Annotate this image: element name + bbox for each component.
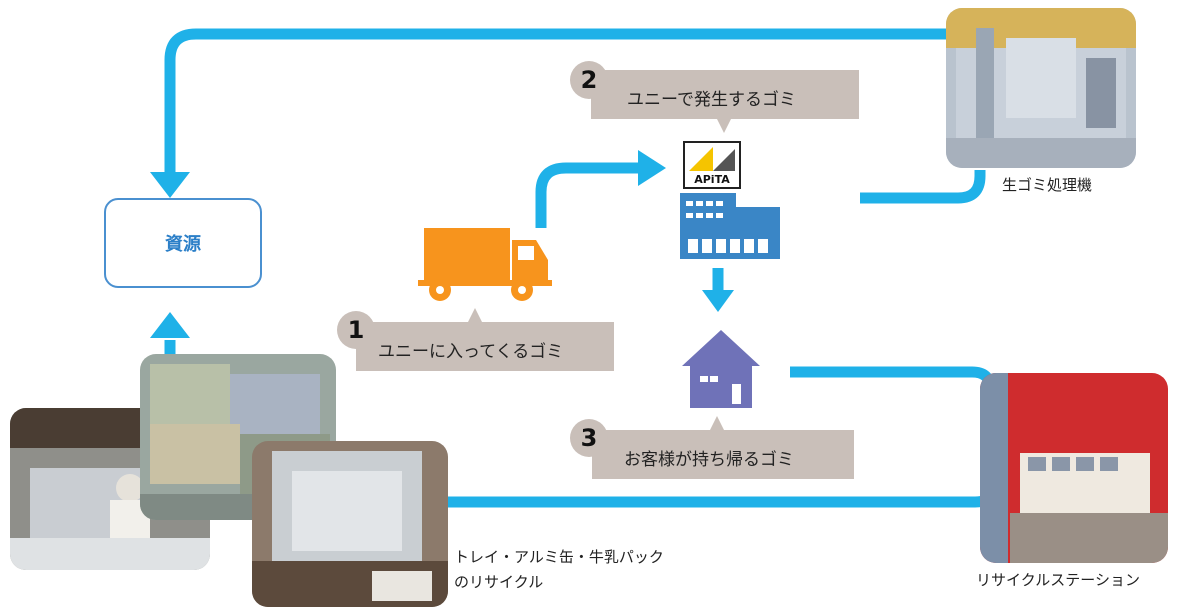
resource-box: 資源 [104, 198, 262, 288]
callout-1-pointer [468, 308, 482, 322]
store-building-icon [680, 193, 780, 259]
apita-logo: APiTA [683, 141, 741, 189]
logo-mark-icon [689, 147, 735, 171]
recycling-station-caption: リサイクルステーション [976, 571, 1140, 589]
callout-1: ユニーに入ってくるゴミ [356, 308, 614, 371]
recycling-caption-line2: のリサイクル [454, 573, 544, 591]
arrow-down-to-resource [150, 172, 190, 198]
flow-line-station-to-recycling [448, 480, 996, 508]
recycling-caption-line1: トレイ・アルミ缶・牛乳パック [454, 548, 664, 566]
callout-1-text: ユニーに入ってくるゴミ [378, 342, 564, 362]
flow-line-truck-to-store [535, 162, 640, 228]
garbage-processor-caption: 生ゴミ処理機 [1002, 176, 1093, 194]
truck-icon [418, 228, 552, 301]
arrow-right-to-store [638, 150, 666, 186]
flow-line-store-to-processor [860, 170, 986, 204]
logo-text: APiTA [694, 173, 730, 186]
flow-line-processor-to-resource [164, 28, 952, 178]
callout-3-text: お客様が持ち帰るゴミ [624, 450, 794, 470]
callout-2-pointer [717, 119, 731, 133]
callout-2-text: ユニーで発生するゴミ [627, 90, 796, 110]
house-icon [682, 330, 760, 408]
callout-3: お客様が持ち帰るゴミ [592, 416, 854, 479]
garbage-processor-photo [946, 8, 1136, 168]
callout-3-number: 3 [570, 419, 608, 457]
flow-line-house-to-station [790, 366, 996, 392]
callout-2-number: 2 [570, 61, 608, 99]
resource-label: 資源 [165, 234, 201, 255]
callout-3-pointer [710, 416, 724, 430]
recycling-photo-compactor [252, 441, 448, 607]
recycling-station-photo [980, 373, 1168, 563]
callout-1-number: 1 [337, 311, 375, 349]
arrow-down-to-house [702, 290, 734, 312]
arrow-up-to-resource [150, 312, 190, 338]
callout-2: ユニーで発生するゴミ [591, 70, 859, 133]
